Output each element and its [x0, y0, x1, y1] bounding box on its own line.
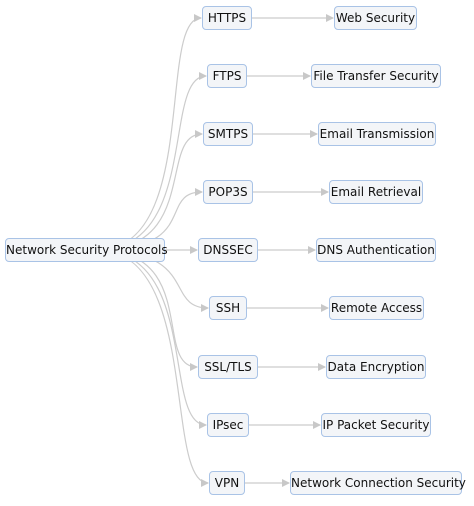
protocol-node-ssh: SSH [209, 296, 247, 320]
edge-root-to-protocol [96, 249, 207, 429]
edge-root-to-protocol [96, 72, 207, 251]
purpose-node-email-transmission: Email Transmission [318, 122, 436, 146]
purpose-node-network-connection: Network Connection Security [290, 471, 466, 495]
protocol-node-dnssec: DNSSEC [198, 238, 258, 262]
purpose-node-ip-packet-security: IP Packet Security [321, 413, 431, 437]
protocol-node-https: HTTPS [202, 6, 252, 30]
purpose-node-dns-authentication: DNS Authentication [316, 238, 436, 262]
edge-root-to-protocol [96, 14, 202, 251]
protocol-node-smtps: SMTPS [203, 122, 253, 146]
protocol-node-ftps: FTPS [207, 64, 247, 88]
edge-root-to-protocol [96, 130, 203, 251]
purpose-node-data-encryption: Data Encryption [326, 355, 426, 379]
purpose-node-remote-access: Remote Access [329, 296, 424, 320]
protocol-node-ipsec: IPsec [207, 413, 249, 437]
purpose-node-file-transfer: File Transfer Security [311, 64, 441, 88]
protocol-node-pop3s: POP3S [203, 180, 253, 204]
protocol-node-vpn: VPN [209, 471, 245, 495]
root-node: Network Security Protocols [5, 238, 168, 262]
purpose-node-web-security: Web Security [334, 6, 417, 30]
protocol-node-ssltls: SSL/TLS [198, 355, 258, 379]
purpose-node-email-retrieval: Email Retrieval [329, 180, 423, 204]
edge-root-to-protocol [96, 249, 198, 371]
